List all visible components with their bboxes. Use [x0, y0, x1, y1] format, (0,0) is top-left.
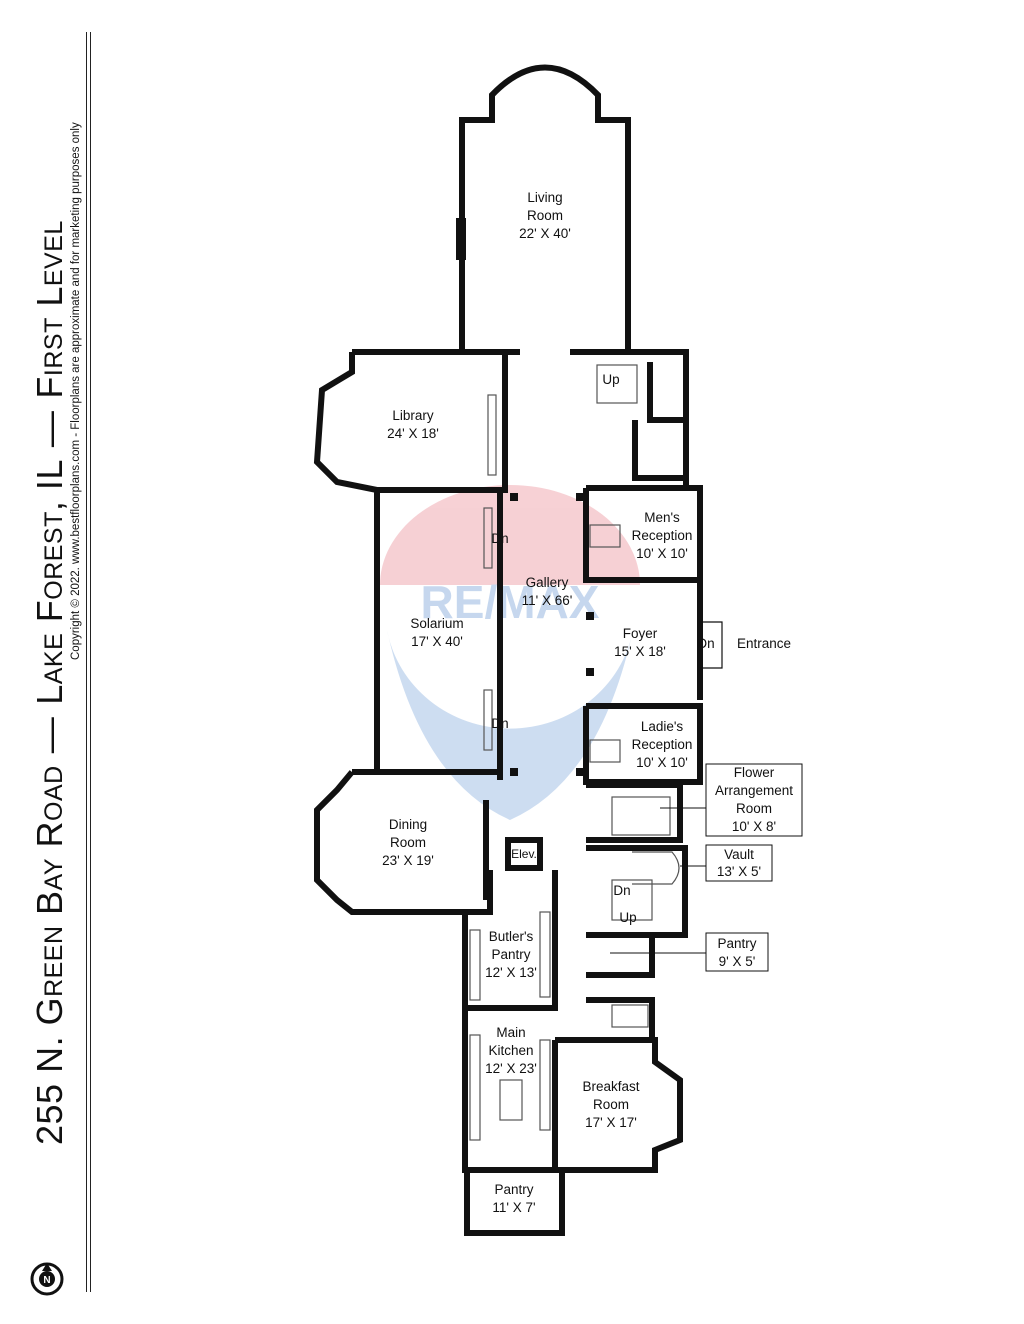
fixtures — [469, 364, 680, 1141]
stair-down-label: Dn — [491, 716, 508, 731]
entrance-marker: Entrance — [700, 621, 791, 669]
columns — [456, 218, 594, 776]
divider-line — [86, 32, 87, 1292]
stair-up-label: Up — [602, 372, 619, 387]
compass-letter: N — [43, 1275, 50, 1286]
north-compass-icon: N — [30, 1262, 64, 1296]
walls — [313, 64, 703, 1236]
stair-markers: Up Dn Dn Dn Dn Up Elev. — [491, 372, 714, 925]
elevator-label: Elev. — [511, 847, 537, 861]
entrance-label: Entrance — [737, 636, 791, 651]
stair-down-label: Dn — [491, 531, 508, 546]
divider-line — [90, 32, 91, 1292]
stair-up-label: Up — [619, 910, 636, 925]
stair-down-label: Dn — [613, 883, 630, 898]
stair-down-label: Dn — [697, 636, 714, 651]
watermark-text: RE/MAX — [421, 576, 600, 628]
watermark-logo: RE/MAX — [380, 485, 640, 820]
